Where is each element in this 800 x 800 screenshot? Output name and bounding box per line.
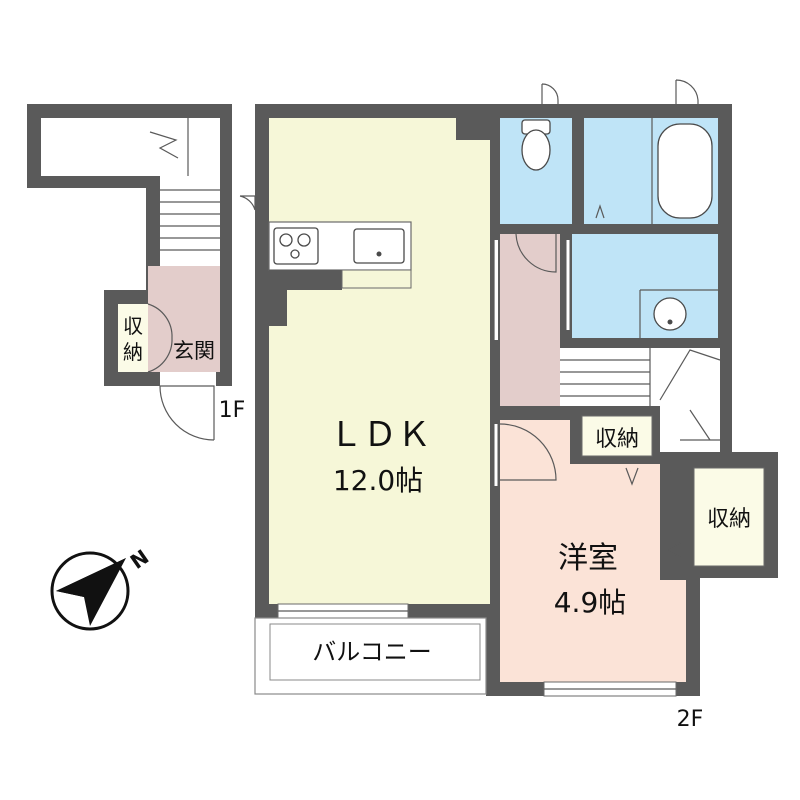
floor-1-storage-door: [147, 303, 173, 373]
bathroom-window: [675, 79, 699, 104]
floor-2-stair-treads: [560, 348, 721, 406]
toilet-icon: [521, 119, 551, 171]
floor-2-label: 2F: [677, 707, 704, 732]
kitchen-side-door: [239, 195, 256, 211]
storage-side: [693, 467, 765, 567]
western-room-label: 洋室: [558, 541, 618, 576]
western-room-closet-arrow-side: [664, 541, 683, 559]
entrance-floor: [148, 266, 220, 372]
storage-hall: [581, 415, 653, 457]
bathroom-door-swing: [595, 204, 605, 219]
entrance-label: 玄関: [173, 339, 215, 363]
western-room-floor: [500, 420, 686, 682]
floor-1-storage-label-bottom: 納: [123, 340, 143, 364]
floor-2-stairs: [560, 348, 720, 406]
ldk-size: 12.0帖: [333, 464, 423, 497]
floor-1-storage: [118, 304, 148, 372]
bathtub-icon: [657, 123, 713, 219]
hallway: [500, 234, 560, 406]
toilet-door-swing: [515, 233, 557, 273]
balcony-label: バルコニー: [312, 638, 432, 666]
floor-1-label: 1F: [219, 398, 246, 423]
ldk-label: ＬＤＫ: [329, 415, 431, 455]
floor-1-storage-label-top: 収: [123, 314, 143, 338]
western-room-size: 4.9帖: [554, 586, 627, 619]
floor-2-plan: ＬＤＫ 12.0帖 洋室 4.9帖 収納 収納 バルコニー 2F: [239, 79, 778, 732]
toilet-window: [541, 83, 559, 104]
floor-1-plan: 収 納 玄関 1F: [27, 104, 246, 441]
storage-side-label: 収納: [707, 507, 751, 532]
storage-hall-label: 収納: [595, 427, 639, 452]
stair-landing: [660, 406, 720, 452]
washbasin-icon: [653, 297, 687, 331]
stove-icon: [273, 227, 319, 265]
washroom: [572, 234, 718, 338]
western-room-closet-arrow-top: [625, 467, 639, 486]
floor-1-stair-area: [41, 118, 220, 266]
floor-1-stair-treads: [149, 118, 220, 251]
kitchen-sink-icon: [353, 228, 405, 264]
compass-north-label: N: [126, 545, 153, 574]
ldk-floor: [269, 118, 490, 604]
entrance-door: [159, 385, 215, 441]
western-room-door: [499, 423, 557, 481]
compass-icon: N: [50, 545, 153, 631]
